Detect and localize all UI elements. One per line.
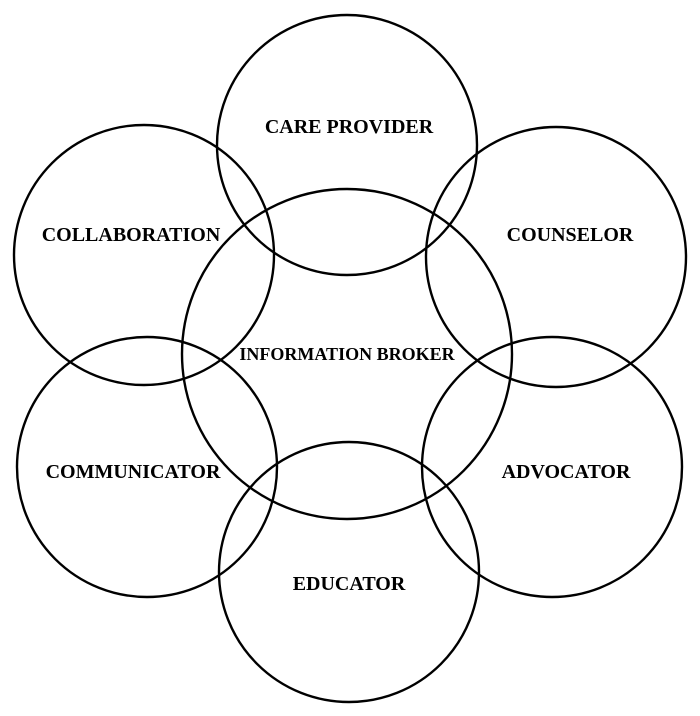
communicator-label: COMMUNICATOR bbox=[46, 461, 221, 483]
counselor-label: COUNSELOR bbox=[507, 224, 634, 246]
role-group-collaboration bbox=[12, 123, 276, 387]
role-group-advocator bbox=[420, 335, 684, 599]
advocator-circle bbox=[420, 335, 684, 599]
center-role-group bbox=[180, 187, 514, 521]
educator-circle bbox=[217, 440, 481, 704]
role-group-communicator bbox=[15, 335, 279, 599]
care-provider-circle bbox=[215, 13, 479, 277]
center-circle bbox=[180, 187, 514, 521]
role-group-care-provider bbox=[215, 13, 479, 277]
care-provider-label: CARE PROVIDER bbox=[265, 116, 434, 138]
center-label: INFORMATION BROKER bbox=[239, 344, 455, 364]
role-group-counselor bbox=[424, 125, 688, 389]
educator-label: EDUCATOR bbox=[293, 573, 406, 595]
advocator-label: ADVOCATOR bbox=[502, 461, 631, 483]
communicator-circle bbox=[15, 335, 279, 599]
role-group-educator bbox=[217, 440, 481, 704]
collaboration-label: COLLABORATION bbox=[42, 224, 221, 246]
counselor-circle bbox=[424, 125, 688, 389]
collaboration-circle bbox=[12, 123, 276, 387]
